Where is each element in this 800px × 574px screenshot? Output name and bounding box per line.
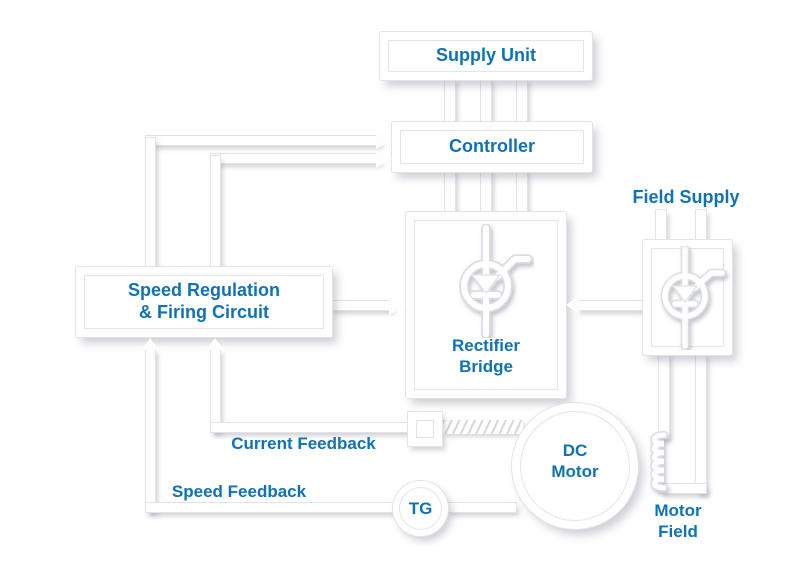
wire-controller-to-rectifier-1 [445,168,455,216]
arrow-into-controller-lower-icon [376,150,392,168]
controller-box [392,122,592,172]
arrow-into-controller-upper-icon [376,131,392,149]
wire-fieldsupply-return [696,353,706,493]
supply-unit-label: Supply Unit [436,45,536,65]
wire-rectifier-to-fieldsupply [577,301,645,310]
wire-supply-to-controller-3 [517,78,527,126]
wire-fieldsupply-top-1 [656,210,666,244]
wire-speedreg-to-rectifier [330,301,392,310]
speed-feedback-label: Speed Feedback [171,482,307,501]
wire-current-feedback-v [211,349,220,432]
current-feedback-label: Current Feedback [231,434,376,453]
wire-supply-to-controller-1 [445,78,455,126]
motor-field-coil-icon [650,431,668,492]
wire-speed-feedback-v [146,349,155,512]
controller-label: Controller [448,136,535,156]
wire-speed-feedback-h [146,503,396,512]
dc-motor-label: DC Motor [551,441,599,481]
tg-label: TG [408,499,433,518]
wire-fieldsupply-top-2 [696,210,706,244]
rectifier-thyristor-icon [459,224,533,338]
wire-current-feedback-h [211,423,411,432]
wire-controller-to-rectifier-3 [517,168,527,216]
wire-speedreg-to-controller-lower-v [211,156,220,271]
current-sensor-icon [408,412,442,446]
wire-controller-to-rectifier-2 [481,168,491,216]
wire-coil-bottom [660,484,706,493]
arrow-speed-feedback-icon [141,338,159,350]
arrow-into-rectifier-icon [389,296,407,315]
arrow-current-feedback-icon [206,338,224,350]
wire-speedreg-to-controller-upper-h [146,136,380,145]
wire-speedreg-to-controller-lower-h [211,154,380,163]
wire-tg-motor-shaft [446,503,516,512]
wire-fieldsupply-to-coil [659,353,669,439]
speed-regulation-box [76,267,332,337]
tg-circle [393,481,448,536]
motor-field-label: Motor Field [654,501,702,541]
motor-shaft-hatch-icon [443,420,523,434]
rectifier-bridge-label: Rectifier Bridge [451,336,521,376]
arrow-into-rectifier-right-icon [566,296,579,314]
field-thyristor-icon [660,246,727,350]
speed-regulation-label: Speed Regulation & Firing Circuit [127,280,280,322]
wire-speedreg-to-controller-upper-v [146,138,155,271]
supply-unit-box [380,32,592,80]
wire-supply-to-controller-2 [481,78,491,126]
field-supply-label: Field Supply [632,187,740,207]
dc-motor-circle [512,403,638,529]
